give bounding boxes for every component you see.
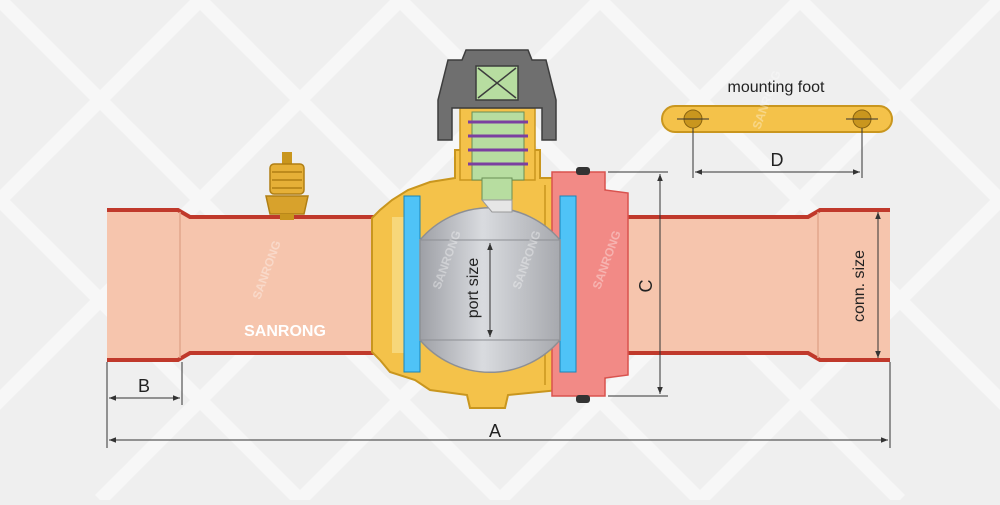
dimension-a-label: A: [489, 421, 501, 441]
brand-label: SANRONG: [244, 323, 326, 340]
left-pipe: [107, 208, 395, 362]
mounting-foot: [661, 105, 893, 133]
dimension-c-label: C: [636, 280, 656, 293]
valve-stem: [459, 107, 536, 213]
ball-seals: [403, 195, 577, 373]
valve-cap: [437, 49, 557, 141]
dimension-d-label: D: [771, 150, 784, 170]
access-port: [265, 152, 309, 220]
dimension-b-label: B: [138, 376, 150, 396]
dimension-lines: [106, 128, 891, 448]
mounting-foot-label: mounting foot: [728, 79, 826, 96]
port-size-label: port size: [465, 258, 482, 319]
conn-size-label: conn. size: [851, 250, 868, 322]
right-pipe: [605, 208, 890, 362]
